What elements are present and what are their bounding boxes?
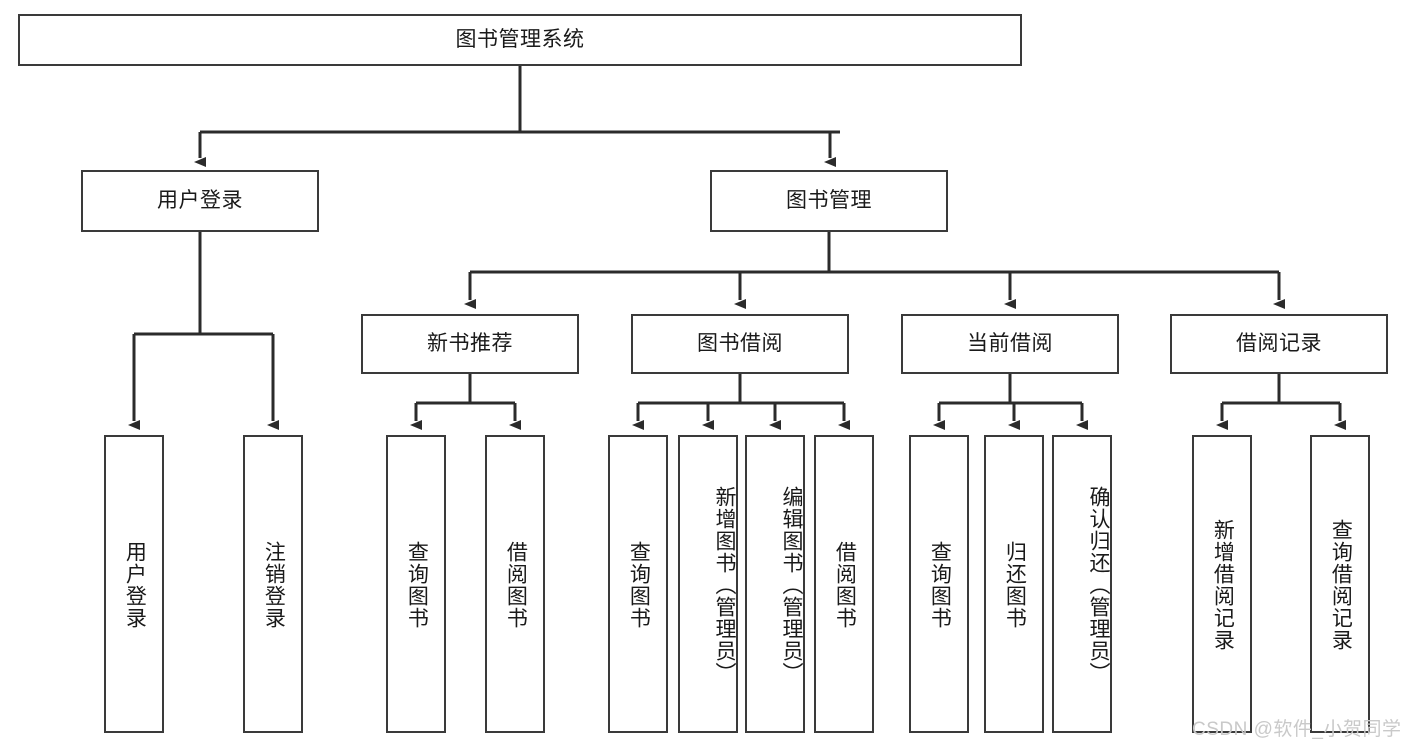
node-new-book-recommend[interactable]: 新书推荐 xyxy=(361,314,579,374)
csdn-watermark: CSDN @软件_小贺同学 xyxy=(1192,719,1402,740)
leaf-query-borrow-record[interactable]: 查询借阅记录 xyxy=(1310,435,1370,733)
leaf-borrow-book-recommend[interactable]: 借阅图书 xyxy=(485,435,545,733)
node-user-login[interactable]: 用户登录 xyxy=(81,170,319,232)
leaf-confirm-return[interactable]: 确认归还（管理员） xyxy=(1052,435,1112,733)
leaf-query-book-current[interactable]: 查询图书 xyxy=(909,435,969,733)
node-book-borrow-label: 图书借阅 xyxy=(697,331,783,355)
node-book-manage[interactable]: 图书管理 xyxy=(710,170,948,232)
leaf-borrow-book-recommend-label: 借阅图书 xyxy=(504,541,528,629)
leaf-confirm-return-label: 确认归还（管理员） xyxy=(1087,486,1110,684)
leaf-user-login[interactable]: 用户登录 xyxy=(104,435,164,733)
node-current-borrow[interactable]: 当前借阅 xyxy=(901,314,1119,374)
leaf-query-book-borrow[interactable]: 查询图书 xyxy=(608,435,668,733)
leaf-return-book[interactable]: 归还图书 xyxy=(984,435,1044,733)
leaf-user-login-label: 用户登录 xyxy=(123,541,147,629)
leaf-add-book-label: 新增图书（管理员） xyxy=(713,486,736,684)
node-user-login-label: 用户登录 xyxy=(157,188,243,212)
leaf-query-book-recommend[interactable]: 查询图书 xyxy=(386,435,446,733)
node-book-borrow[interactable]: 图书借阅 xyxy=(631,314,849,374)
leaf-add-borrow-record[interactable]: 新增借阅记录 xyxy=(1192,435,1252,733)
leaf-logout-login[interactable]: 注销登录 xyxy=(243,435,303,733)
node-root[interactable]: 图书管理系统 xyxy=(18,14,1022,66)
leaf-add-book[interactable]: 新增图书（管理员） xyxy=(678,435,738,733)
leaf-add-borrow-record-label: 新增借阅记录 xyxy=(1211,519,1235,651)
node-current-borrow-label: 当前借阅 xyxy=(967,331,1053,355)
leaf-borrow-book[interactable]: 借阅图书 xyxy=(814,435,874,733)
leaf-logout-login-label: 注销登录 xyxy=(262,541,286,629)
leaf-query-book-recommend-label: 查询图书 xyxy=(405,541,429,629)
leaf-edit-book-label: 编辑图书（管理员） xyxy=(780,486,803,684)
leaf-query-borrow-record-label: 查询借阅记录 xyxy=(1329,519,1353,651)
leaf-edit-book[interactable]: 编辑图书（管理员） xyxy=(745,435,805,733)
node-borrow-record-label: 借阅记录 xyxy=(1236,331,1322,355)
node-borrow-record[interactable]: 借阅记录 xyxy=(1170,314,1388,374)
leaf-query-book-borrow-label: 查询图书 xyxy=(627,541,651,629)
leaf-borrow-book-label: 借阅图书 xyxy=(833,541,857,629)
leaf-return-book-label: 归还图书 xyxy=(1003,541,1027,629)
node-root-label: 图书管理系统 xyxy=(455,27,585,51)
leaf-query-book-current-label: 查询图书 xyxy=(928,541,952,629)
node-book-manage-label: 图书管理 xyxy=(786,188,872,212)
node-new-book-recommend-label: 新书推荐 xyxy=(427,331,513,355)
